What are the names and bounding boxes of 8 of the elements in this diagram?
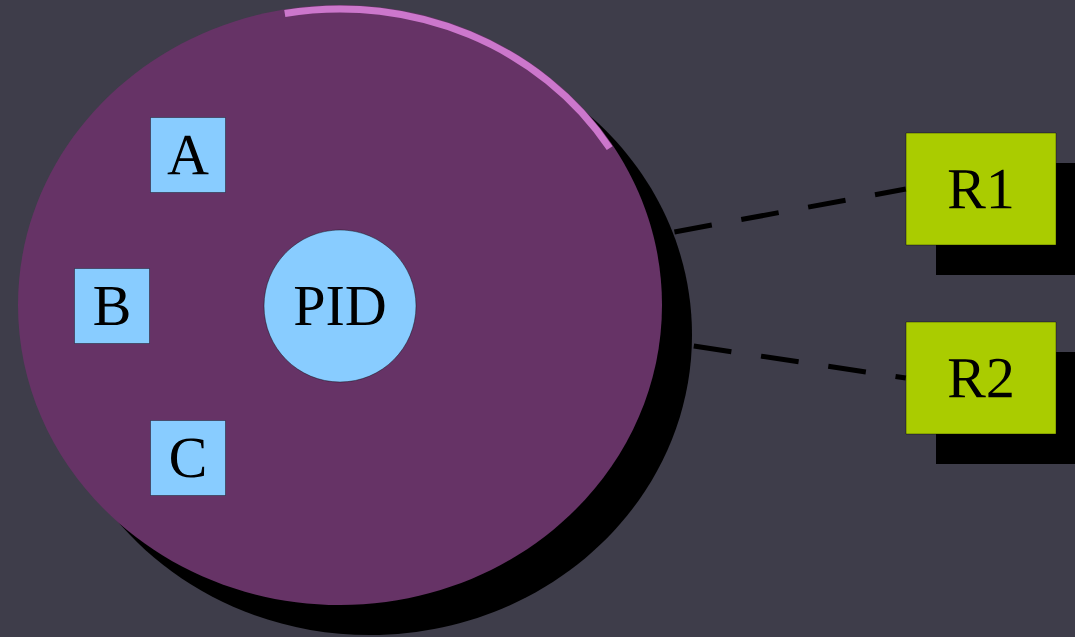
label-box: B — [74, 268, 150, 344]
connector-line — [674, 186, 907, 235]
label-box: A — [150, 117, 226, 193]
connector-line — [693, 343, 907, 381]
disc — [18, 5, 692, 635]
label-box: R2 — [905, 321, 1075, 464]
label-box: R1 — [905, 132, 1075, 275]
label-box: C — [150, 420, 226, 496]
